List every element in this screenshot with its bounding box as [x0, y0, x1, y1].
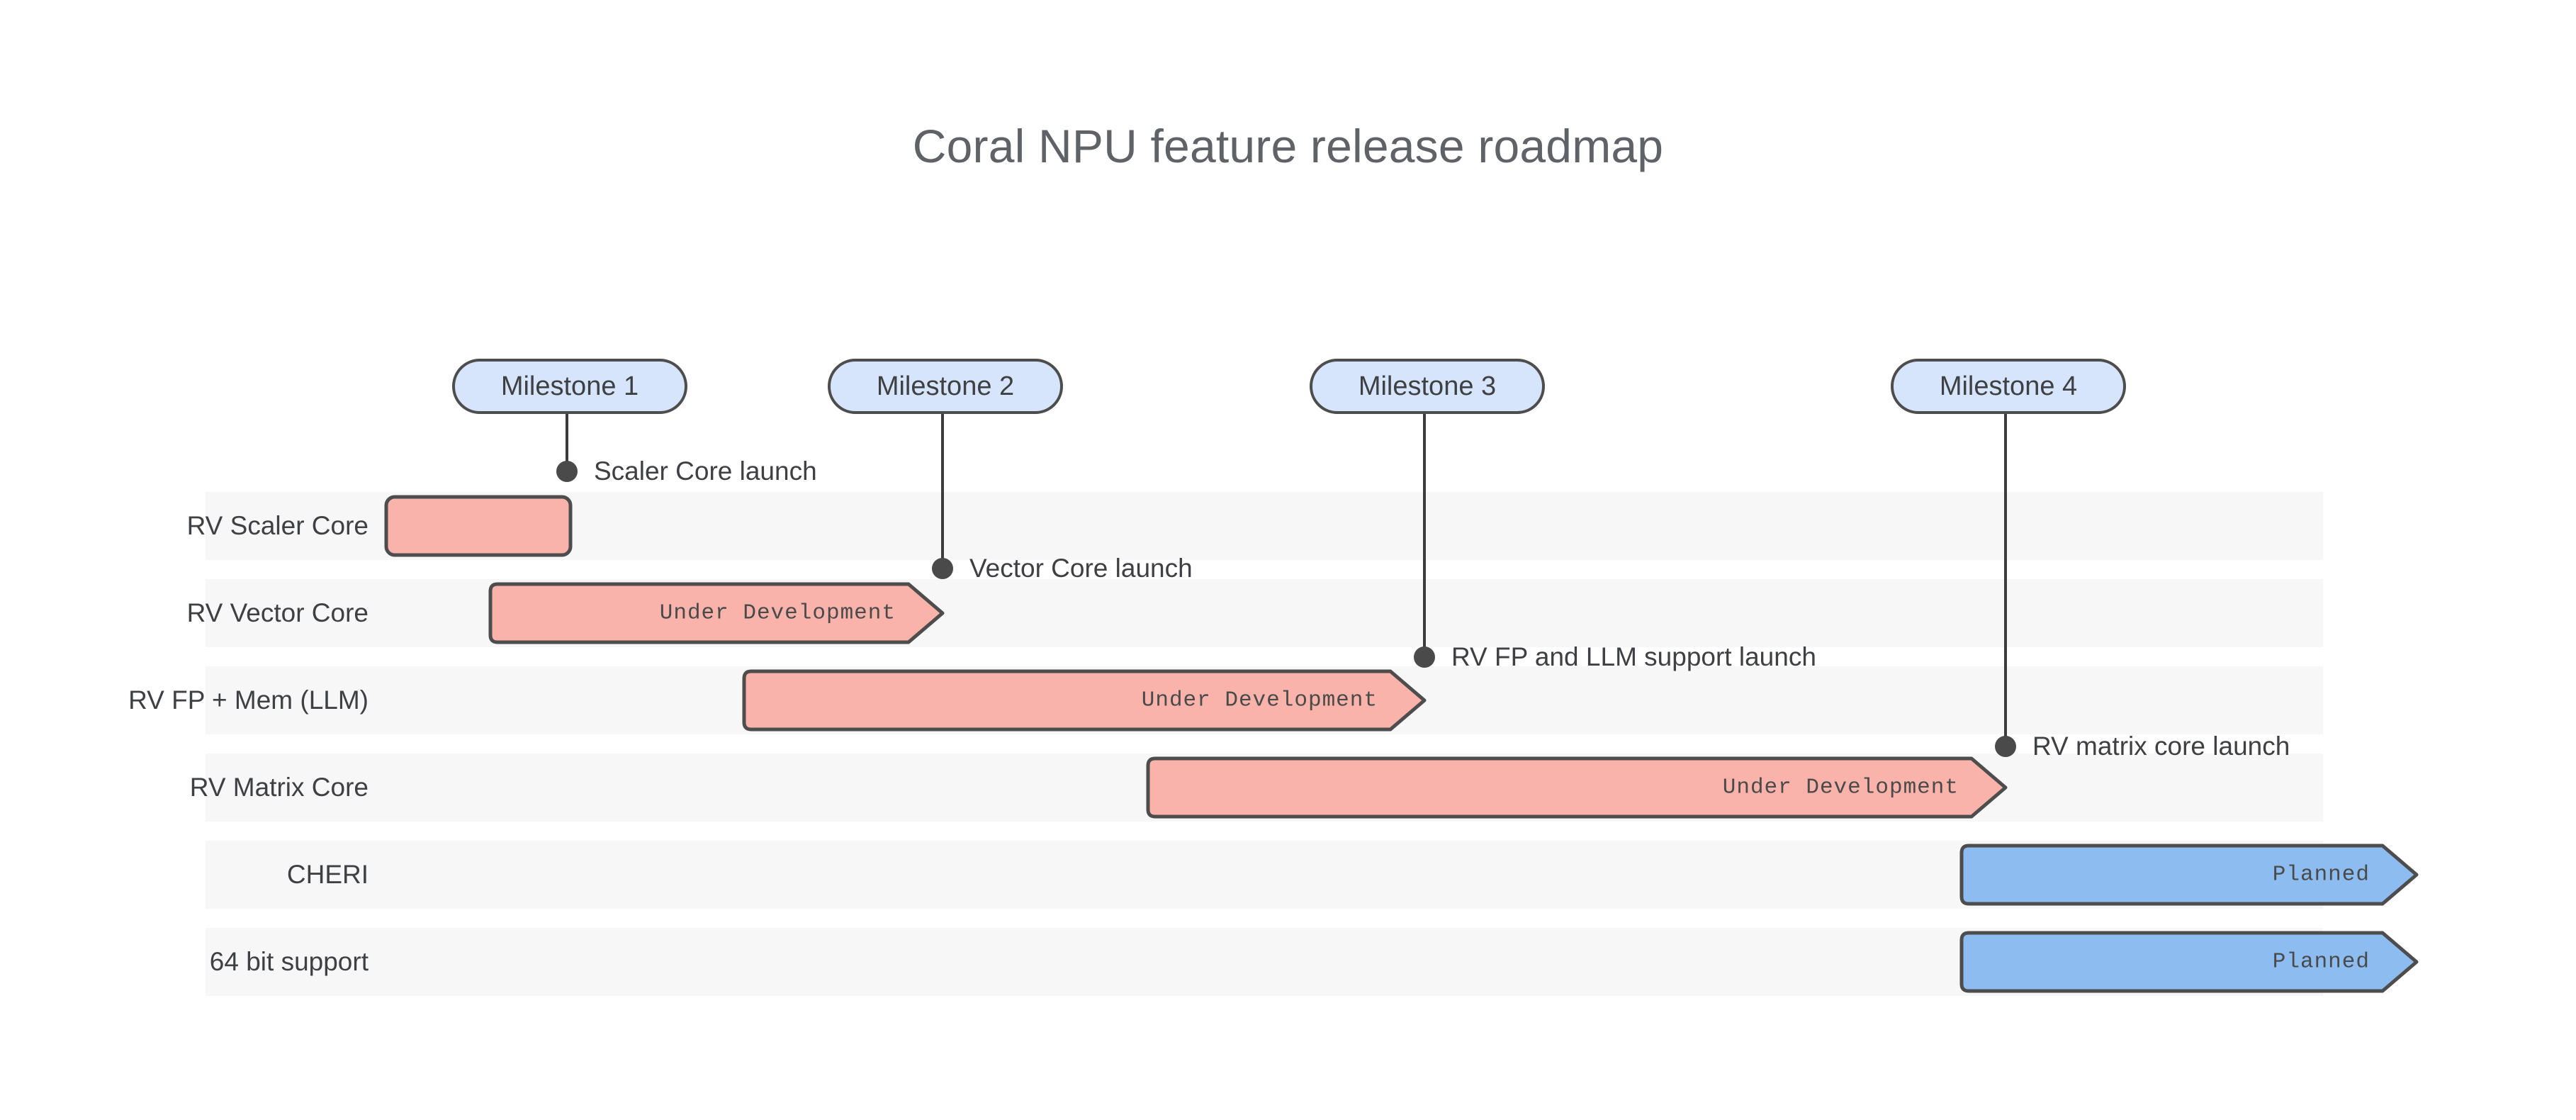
milestone-pill-3[interactable]: Milestone 3 — [1310, 359, 1545, 414]
milestone-dot — [1414, 646, 1435, 668]
milestone-annotation: RV matrix core launch — [2032, 732, 2290, 761]
timeline-bar-status: Under Development — [490, 584, 943, 642]
timeline-bar-status: Under Development — [744, 671, 1424, 729]
milestone-annotation: Vector Core launch — [969, 554, 1193, 583]
page-title: Coral NPU feature release roadmap — [912, 120, 1664, 172]
milestone-dot — [932, 558, 953, 579]
milestone-annotation: RV FP and LLM support launch — [1451, 642, 1816, 671]
timeline-bar — [488, 582, 945, 644]
milestone-label: Milestone 2 — [876, 371, 1015, 401]
bar-status-label: Planned — [2272, 862, 2370, 887]
timeline-bar — [742, 669, 1427, 732]
milestone-label: Milestone 4 — [1939, 371, 2078, 401]
timeline-bar-status: Planned — [1962, 846, 2417, 904]
milestone-pill-2[interactable]: Milestone 2 — [828, 359, 1063, 414]
milestone-dot — [556, 461, 578, 482]
bar-status-label: Under Development — [1141, 688, 1378, 713]
timeline-bar — [384, 495, 573, 557]
timeline-bar — [1959, 931, 2419, 993]
row-label: RV Vector Core — [186, 598, 369, 627]
milestone-label: Milestone 1 — [500, 371, 639, 401]
bar-status-label: Under Development — [659, 600, 896, 626]
row-label: RV FP + Mem (LLM) — [128, 685, 369, 715]
timeline-bar — [1146, 756, 2008, 819]
row-label: 64 bit support — [209, 947, 369, 976]
row-label: RV Scaler Core — [186, 511, 369, 540]
bar-status-label: Under Development — [1722, 775, 1959, 800]
row-label: CHERI — [286, 860, 369, 889]
bar-status-label: Planned — [2272, 949, 2370, 975]
row-label: RV Matrix Core — [189, 773, 369, 802]
milestone-pill-1[interactable]: Milestone 1 — [452, 359, 687, 414]
milestone-annotation: Scaler Core launch — [594, 457, 817, 486]
milestone-pill-4[interactable]: Milestone 4 — [1891, 359, 2126, 414]
timeline-bar-status: Planned — [1962, 933, 2417, 991]
milestone-label: Milestone 3 — [1358, 371, 1497, 401]
milestone-dot — [1995, 736, 2016, 757]
timeline-bar — [1959, 844, 2419, 906]
timeline-bar-status: Under Development — [1148, 758, 2006, 817]
